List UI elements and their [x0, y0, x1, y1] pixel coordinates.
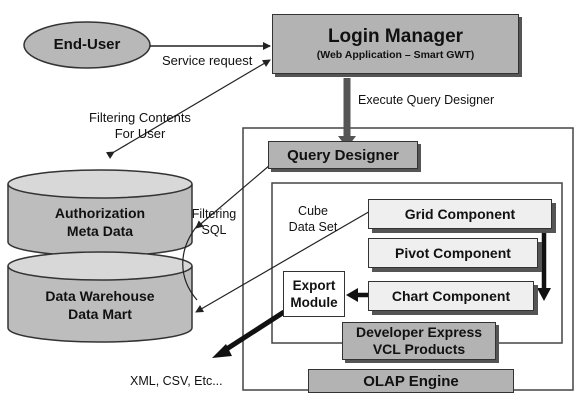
export-formats-label: XML, CSV, Etc...: [130, 374, 223, 388]
query-designer-label: Query Designer: [287, 146, 399, 164]
filtering-sql-line2: SQL: [201, 223, 227, 237]
data-warehouse-line2: Data Mart: [68, 306, 132, 322]
filtering-contents-arrow: [105, 59, 271, 160]
chart-component-box: Chart Component: [368, 281, 534, 311]
authorization-label: Authorization Meta Data: [8, 204, 192, 240]
chart-component-label: Chart Component: [391, 288, 511, 304]
authorization-line2: Meta Data: [66, 223, 134, 239]
chart-to-export-arrowhead: [346, 288, 358, 302]
execute-query-designer-label: Execute Query Designer: [358, 93, 495, 107]
grid-component-label: Grid Component: [404, 206, 516, 222]
service-request-label: Service request: [162, 53, 253, 68]
cube-data-set-line2: Data Set: [288, 220, 338, 234]
filtering-contents-line1: Filtering Contents: [89, 110, 191, 125]
filtering-sql-label: Filtering SQL: [188, 206, 240, 238]
grid-to-warehouse-arrow: [195, 203, 381, 313]
export-output-arrowhead: [212, 344, 232, 358]
login-manager-box: Login Manager (Web Application – Smart G…: [272, 14, 519, 74]
export-module-line1: Export: [292, 278, 336, 293]
login-manager-title: Login Manager: [327, 26, 464, 47]
filtering-sql-line1: Filtering: [191, 207, 237, 221]
devexpress-line2: VCL Products: [372, 341, 466, 357]
data-warehouse-line1: Data Warehouse: [45, 288, 155, 304]
login-manager-subtitle: (Web Application – Smart GWT): [316, 49, 475, 61]
export-module-line2: Module: [290, 295, 338, 310]
cube-data-set-label: Cube Data Set: [282, 203, 344, 235]
grid-to-chart-arrowhead: [537, 288, 551, 301]
devexpress-line1: Developer Express: [355, 324, 483, 340]
filtering-contents-label: Filtering Contents For User: [80, 110, 200, 142]
end-user-label: End-User: [53, 36, 121, 53]
export-module-box: Export Module: [283, 271, 345, 317]
data-warehouse-cylinder: [7, 251, 193, 343]
cube-data-set-line1: Cube: [298, 204, 328, 218]
filtering-sql-curve: [182, 225, 198, 301]
data-warehouse-label: Data Warehouse Data Mart: [8, 287, 192, 323]
devexpress-box: Developer Express VCL Products: [342, 322, 496, 360]
olap-engine-box: OLAP Engine: [308, 369, 514, 393]
authorization-cylinder: [7, 169, 193, 257]
pivot-component-label: Pivot Component: [395, 245, 511, 261]
filtering-contents-line2: For User: [114, 126, 166, 141]
pivot-component-box: Pivot Component: [368, 238, 538, 268]
end-user-ellipse: [23, 21, 151, 69]
grid-component-box: Grid Component: [368, 199, 552, 229]
query-designer-box: Query Designer: [268, 141, 418, 169]
export-output-arrow: [220, 309, 286, 355]
authorization-line1: Authorization: [54, 205, 146, 221]
olap-engine-label: OLAP Engine: [363, 372, 459, 390]
